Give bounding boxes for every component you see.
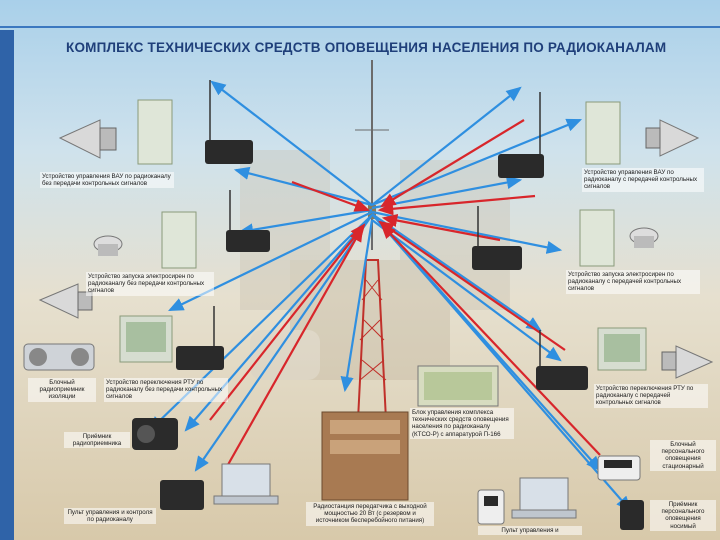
background-buildings [240, 150, 510, 380]
label-pager-right: Блочный персонального оповещения стацион… [650, 440, 716, 471]
horn-speaker-left-1 [58, 119, 117, 159]
rtu-cabinet-right [597, 327, 647, 371]
label-siren-left: Устройство запуска электросирен по радио… [86, 272, 214, 296]
radio-unit-right-1 [498, 92, 544, 178]
console-terminal-center [477, 489, 505, 525]
horn-speaker-right-1 [645, 119, 700, 157]
radio-unit-right-3 [536, 330, 588, 390]
red-arrows [209, 119, 601, 471]
horn-speaker-right-2 [661, 345, 714, 379]
siren-left [93, 235, 123, 256]
vau-cabinet-right [585, 101, 621, 165]
label-console-left: Пульт управления и контроля по радиокана… [64, 508, 156, 525]
transmitter-rack-center [321, 411, 409, 501]
laptop-left [213, 463, 279, 505]
radio-unit-right-2 [472, 206, 522, 270]
label-console-center: Пульт управления и [478, 526, 582, 536]
top-stripe [0, 26, 720, 28]
rtu-cabinet-left [119, 315, 173, 363]
vau-cabinet-left [137, 99, 173, 165]
label-rtu-left: Устройство переключения РТУ по радиокана… [104, 378, 228, 402]
stereo-receiver-left [23, 343, 95, 371]
label-rtu-right: Устройство переключения РТУ по радиокана… [594, 384, 708, 408]
label-transmitter: Радиостанция передатчика с выходной мощн… [306, 502, 434, 526]
diagram-title: КОМПЛЕКС ТЕХНИЧЕСКИХ СРЕДСТВ ОПОВЕЩЕНИЯ … [66, 40, 667, 55]
pager-receiver-right [597, 455, 641, 481]
personal-receiver-right [620, 500, 644, 530]
label-personal-right: Приёмник персонального оповещения носимы… [650, 500, 716, 531]
siren-cabinet-right [579, 209, 615, 267]
label-stereo-left: Блочный радиоприемник изоляции [28, 378, 96, 402]
siren-cabinet-left [161, 211, 197, 269]
handheld-radio-left [160, 480, 204, 510]
horn-speaker-left-2 [38, 283, 93, 319]
left-accent-bar [0, 30, 14, 540]
radio-unit-left-3 [176, 306, 224, 370]
label-vau-left: Устройство управления ВАУ по радиоканалу… [40, 172, 174, 189]
siren-right [629, 227, 659, 248]
radio-unit-left-1 [205, 80, 253, 164]
label-control-block: Блок управления комплекса технических ср… [410, 408, 514, 439]
portable-radio-left [132, 418, 178, 450]
control-block-center [417, 365, 499, 407]
radio-unit-left-2 [226, 190, 270, 252]
label-radio-left: Приёмник радиоприемника [64, 432, 130, 449]
laptop-center [511, 477, 577, 519]
label-vau-right: Устройство управления ВАУ по радиоканалу… [582, 168, 704, 192]
label-siren-right: Устройство запуска электросирен по радио… [566, 270, 700, 294]
